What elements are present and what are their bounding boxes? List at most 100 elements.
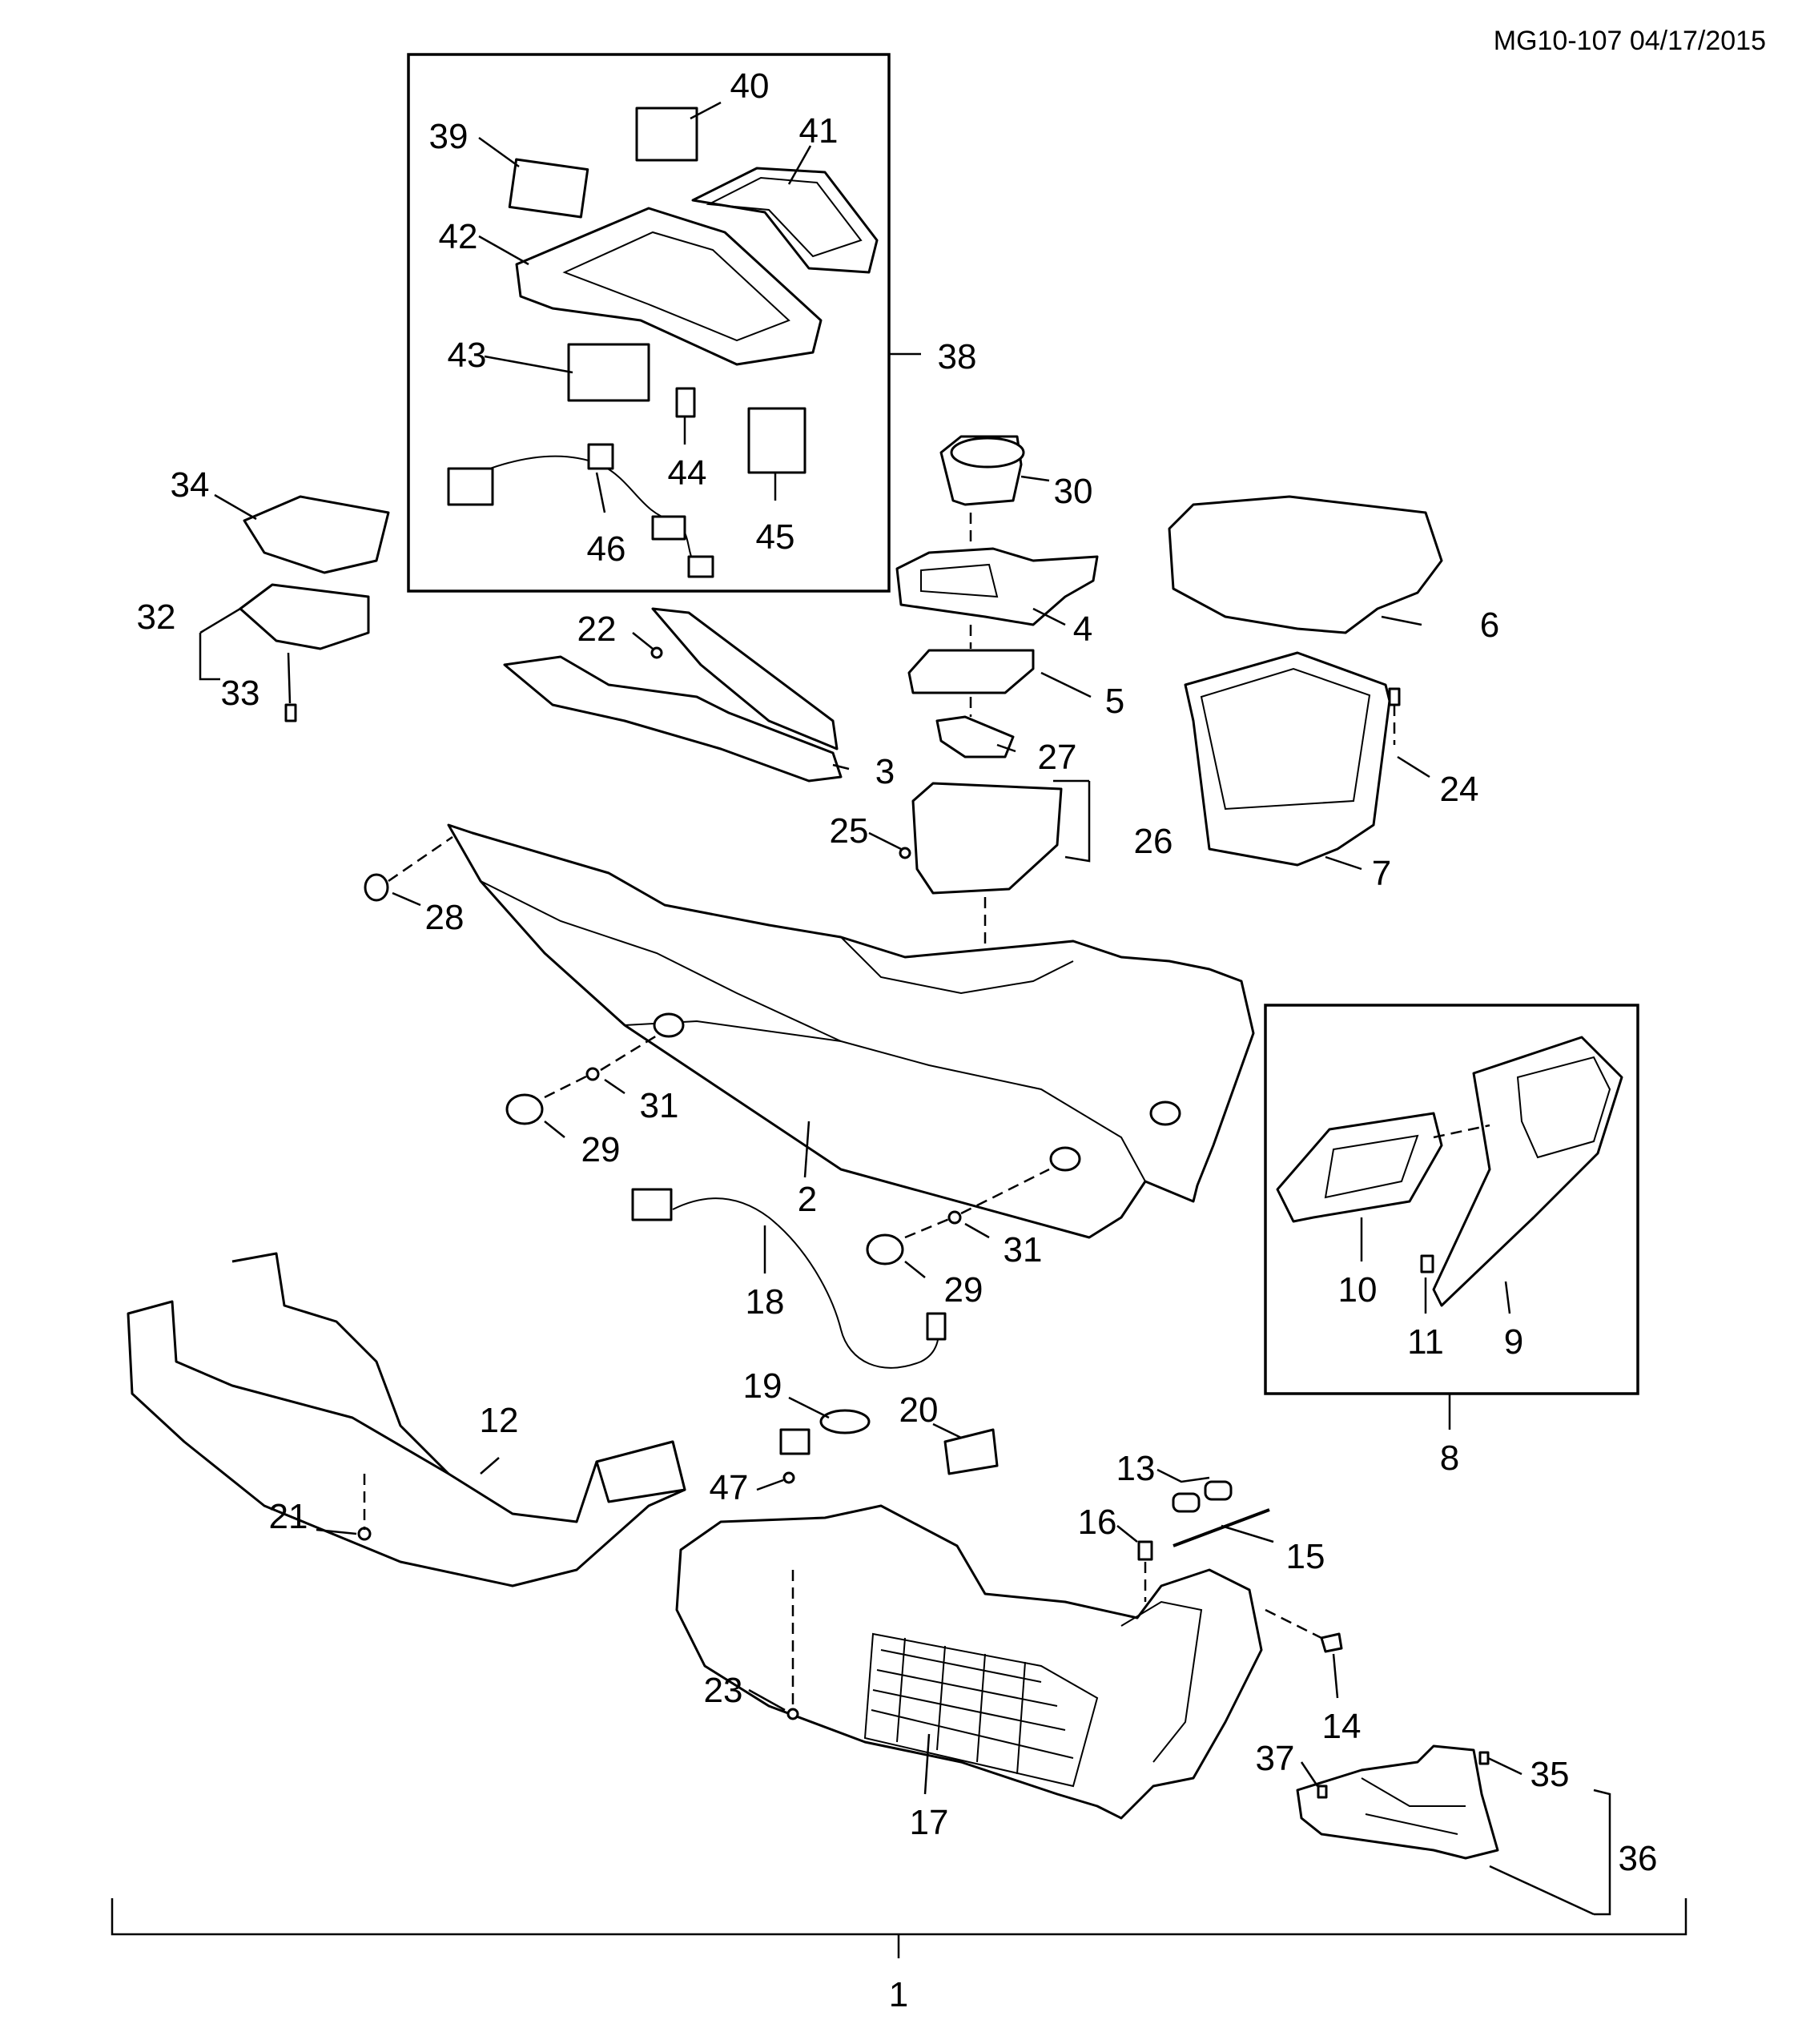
callout-28: 28 bbox=[425, 898, 465, 937]
callout-21: 21 bbox=[269, 1497, 308, 1536]
part-42-bezel bbox=[515, 207, 823, 366]
callout-43: 43 bbox=[448, 336, 487, 375]
part-46-connector-b bbox=[587, 443, 614, 470]
callout-42: 42 bbox=[439, 217, 478, 256]
part-29-plug-right bbox=[866, 1233, 904, 1265]
part-12-duct-outlet bbox=[595, 1440, 686, 1503]
part-12-duct-upper bbox=[231, 1252, 450, 1475]
part-46-connector-a bbox=[447, 467, 494, 506]
callout-31-left: 31 bbox=[640, 1086, 679, 1125]
part-14-clip bbox=[1320, 1632, 1343, 1653]
part-21-screw bbox=[357, 1527, 372, 1541]
callout-26: 26 bbox=[1134, 822, 1173, 861]
part-18-connector bbox=[631, 1188, 673, 1221]
part-7-storage-box bbox=[1184, 651, 1391, 867]
callout-13: 13 bbox=[1116, 1449, 1156, 1488]
part-10-vent bbox=[1276, 1112, 1443, 1223]
callout-16: 16 bbox=[1078, 1503, 1117, 1542]
callout-5: 5 bbox=[1105, 682, 1124, 721]
part-33-fastener bbox=[284, 703, 297, 722]
part-29-plug-left bbox=[505, 1093, 544, 1125]
part-22-screw bbox=[650, 646, 663, 659]
callout-2: 2 bbox=[798, 1180, 817, 1219]
inset-group-8 bbox=[1264, 1004, 1639, 1430]
callout-22: 22 bbox=[577, 610, 617, 649]
callout-27: 27 bbox=[1038, 738, 1077, 777]
part-11-screw bbox=[1420, 1254, 1434, 1273]
callout-10: 10 bbox=[1338, 1270, 1378, 1310]
part-31-fastener-left bbox=[585, 1067, 600, 1081]
callout-4: 4 bbox=[1073, 610, 1092, 649]
part-12-duct bbox=[127, 1300, 686, 1587]
callout-33: 33 bbox=[221, 674, 260, 713]
callout-46: 46 bbox=[587, 529, 626, 569]
assembly-bracket-1 bbox=[111, 1898, 1687, 1936]
part-44-connector bbox=[675, 387, 696, 418]
callout-45: 45 bbox=[756, 517, 795, 557]
inset-group-38 bbox=[407, 53, 921, 593]
part-26-storage-bin bbox=[911, 782, 1063, 895]
callout-38: 38 bbox=[938, 337, 977, 376]
callout-47: 47 bbox=[710, 1468, 749, 1507]
callout-39: 39 bbox=[429, 117, 469, 156]
part-18-harness bbox=[672, 1197, 939, 1369]
callout-labels: 1 2 3 4 5 6 7 8 9 10 11 12 13 14 15 16 1… bbox=[137, 66, 1658, 2014]
part-23-screw bbox=[786, 1708, 799, 1720]
document-id: MG10-107 04/17/2015 bbox=[1494, 26, 1766, 56]
part-34-tray-cover bbox=[243, 495, 390, 574]
part-2-hole-right bbox=[1049, 1146, 1081, 1172]
callout-17: 17 bbox=[910, 1803, 949, 1842]
part-3-upper-trim-rail bbox=[651, 607, 839, 750]
callout-32: 32 bbox=[137, 598, 176, 637]
callout-44: 44 bbox=[668, 453, 707, 493]
part-2-console-body bbox=[447, 823, 1255, 1239]
callout-19: 19 bbox=[743, 1366, 782, 1406]
callout-31-right: 31 bbox=[1004, 1230, 1043, 1269]
callout-3: 3 bbox=[875, 752, 895, 791]
callout-41: 41 bbox=[799, 111, 839, 151]
callout-34: 34 bbox=[171, 465, 210, 505]
part-43-module bbox=[567, 343, 650, 402]
callout-14: 14 bbox=[1322, 1707, 1362, 1746]
part-5-seal bbox=[907, 649, 1035, 694]
part-35-screw bbox=[1478, 1751, 1490, 1765]
part-4-cup-bezel bbox=[895, 547, 1099, 626]
callout-9: 9 bbox=[1504, 1322, 1523, 1362]
part-39-switch bbox=[508, 158, 589, 219]
callout-25: 25 bbox=[830, 811, 869, 851]
callout-1: 1 bbox=[889, 1975, 908, 2014]
part-45-switch bbox=[747, 407, 806, 474]
callout-30: 30 bbox=[1054, 472, 1093, 511]
part-24-screw bbox=[1388, 687, 1401, 706]
part-46-connector-d bbox=[687, 555, 714, 578]
part-31-fastener-right bbox=[947, 1210, 962, 1225]
callout-23: 23 bbox=[704, 1671, 743, 1710]
callout-35: 35 bbox=[1531, 1755, 1570, 1794]
part-27-holder bbox=[935, 715, 1015, 758]
callout-24: 24 bbox=[1440, 770, 1479, 809]
callout-8: 8 bbox=[1440, 1438, 1459, 1478]
callout-29-right: 29 bbox=[944, 1270, 983, 1310]
part-15-rod bbox=[1173, 1508, 1270, 1547]
part-41-trim bbox=[691, 167, 879, 274]
part-6-armrest bbox=[1168, 495, 1443, 634]
part-20-bracket bbox=[943, 1428, 999, 1475]
callout-7: 7 bbox=[1372, 854, 1391, 893]
part-37-nut bbox=[1317, 1784, 1328, 1799]
part-2-hole-left bbox=[653, 1012, 685, 1038]
callout-12: 12 bbox=[480, 1401, 519, 1440]
part-46-harness bbox=[460, 455, 706, 573]
callout-29-left: 29 bbox=[581, 1130, 621, 1169]
callout-20: 20 bbox=[899, 1390, 939, 1430]
part-40-switch bbox=[635, 107, 698, 162]
callout-15: 15 bbox=[1286, 1537, 1325, 1576]
part-16-clip bbox=[1137, 1540, 1153, 1561]
part-46-connector-c bbox=[651, 515, 686, 541]
part-25-screw bbox=[899, 847, 911, 859]
part-9-rear-panel bbox=[1432, 1036, 1623, 1307]
inset-box-8 bbox=[1264, 1004, 1639, 1395]
callout-40: 40 bbox=[730, 66, 770, 106]
part-2-hole-rear bbox=[1149, 1100, 1181, 1126]
part-32-tray bbox=[239, 583, 370, 650]
